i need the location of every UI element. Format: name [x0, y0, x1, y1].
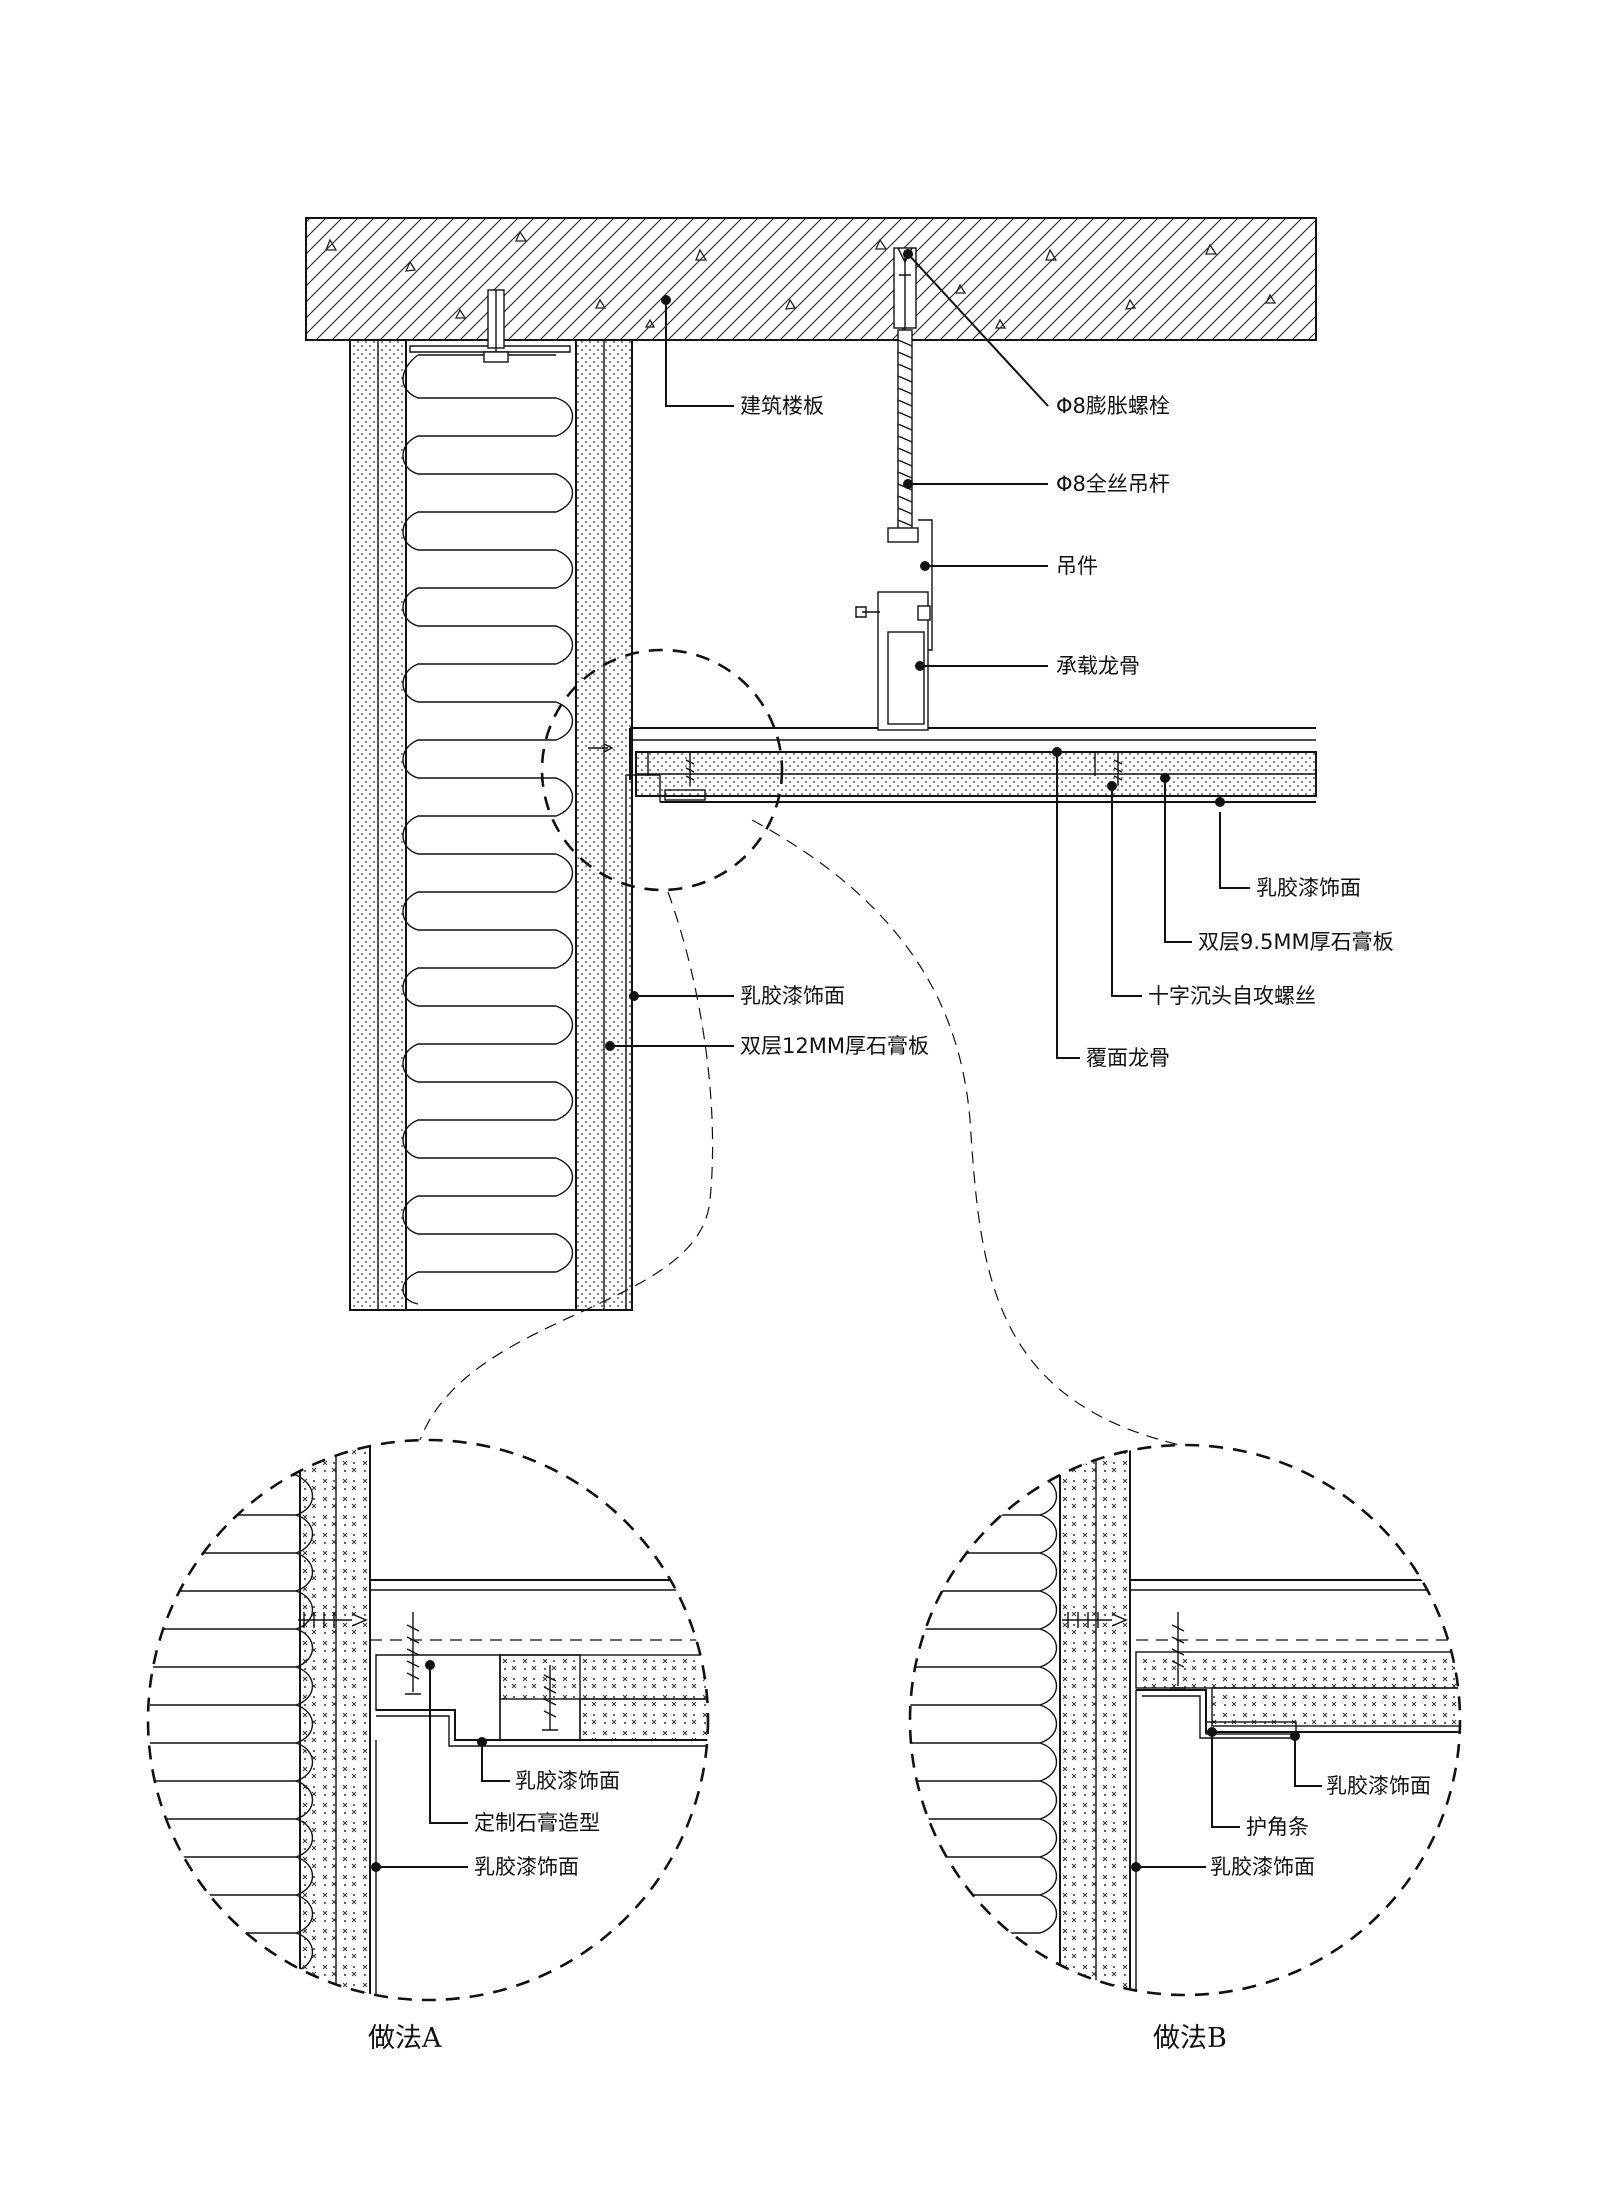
ceiling-assembly: [588, 727, 1317, 803]
label-ceiling-finish: 乳胶漆饰面: [1256, 876, 1361, 900]
main-leaders: [610, 253, 1250, 1059]
label-screw: 十字沉头自攻螺丝: [1148, 984, 1316, 1008]
detail-b-ceiling-finish-label: 乳胶漆饰面: [1326, 1774, 1431, 1798]
detail-a: 乳胶漆饰面 定制石膏造型 乳胶漆饰面 做法A: [146, 1438, 710, 2054]
main-section: [305, 217, 1317, 1446]
label-rod: Φ8全丝吊杆: [1056, 472, 1170, 496]
main-leader-dots: [605, 249, 1225, 1051]
top-anchor-bolt: [483, 289, 509, 363]
detail-a-custom-gypsum-label: 定制石膏造型: [474, 1811, 600, 1835]
detail-b-caption: 做法B: [1153, 2023, 1227, 2054]
detail-callout-circle: [540, 648, 784, 892]
main-labels: 建筑楼板 Φ8膨胀螺栓 Φ8全丝吊杆 吊件 承载龙骨 乳胶漆饰面 双层9.5MM…: [740, 394, 1394, 1070]
label-wall-board: 双层12MM厚石膏板: [740, 1034, 929, 1058]
connector-a: [419, 891, 714, 1441]
detail-b-circle: [908, 1443, 1462, 1997]
label-hanger: 吊件: [1056, 554, 1098, 578]
detail-a-caption: 做法A: [368, 2023, 442, 2054]
concrete-slab: [305, 217, 1317, 341]
label-main-keel: 承载龙骨: [1056, 654, 1140, 678]
detail-a-wall-finish-label: 乳胶漆饰面: [474, 1855, 579, 1879]
slab-aggregate: [325, 230, 1277, 329]
detail-a-circle: [146, 1438, 710, 2002]
ceiling-screws: [644, 751, 1123, 786]
detail-a-ceiling-finish-label: 乳胶漆饰面: [515, 1769, 620, 1793]
connector-b: [751, 819, 1181, 1446]
label-slab: 建筑楼板: [740, 394, 824, 418]
detail-b-wall-finish-label: 乳胶漆饰面: [1210, 1855, 1315, 1879]
label-ceiling-board: 双层9.5MM厚石膏板: [1198, 930, 1394, 954]
detail-b: 乳胶漆饰面 护角条 乳胶漆饰面 做法B: [908, 1443, 1462, 2054]
wall-insulation: [405, 339, 577, 1311]
label-wall-finish: 乳胶漆饰面: [740, 984, 845, 1008]
detail-b-corner-bead-label: 护角条: [1246, 1815, 1309, 1839]
label-cover-keel: 覆面龙骨: [1086, 1046, 1170, 1070]
label-anchor-bolt: Φ8膨胀螺栓: [1056, 394, 1170, 418]
